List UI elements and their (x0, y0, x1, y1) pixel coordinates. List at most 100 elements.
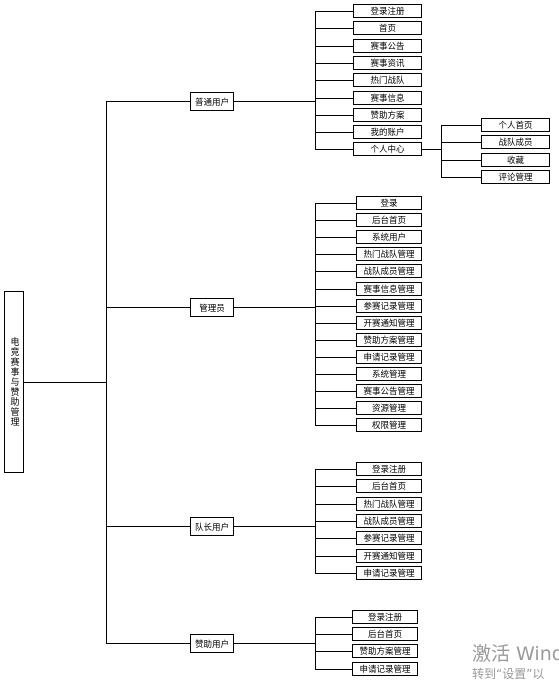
leaf-node: 战队成员管理 (356, 514, 422, 528)
leaf-node: 登录 (356, 196, 422, 210)
item-trunk-line (314, 203, 316, 425)
watermark-line-1: 激活 Wind (472, 643, 559, 665)
item-connector (315, 45, 353, 47)
leaf-node: 热门战队管理 (356, 497, 422, 511)
subgroup-connector (422, 148, 441, 150)
item-connector (315, 356, 356, 358)
leaf-node: 赛事公告管理 (356, 384, 422, 398)
root-label: 电竞赛事与赞助管理 (8, 337, 19, 427)
leaf-node: 资源管理 (356, 401, 422, 415)
leaf-node: 后台首页 (352, 627, 418, 641)
item-connector (315, 468, 356, 470)
item-trunk-line (314, 617, 316, 669)
item-connector (315, 572, 356, 574)
leaf-node: 登录注册 (356, 462, 422, 476)
item-connector (315, 305, 356, 307)
group-connector (106, 643, 190, 644)
leaf-node: 权限管理 (356, 418, 422, 432)
leaf-node: 后台首页 (356, 479, 422, 493)
sub-leaf-node: 战队成员 (481, 135, 550, 149)
item-connector (315, 485, 356, 487)
group-connector (106, 101, 190, 102)
watermark-line-2: 转到“设置”以 (472, 666, 545, 681)
group-branch-line (234, 643, 315, 644)
leaf-node: 热门战队管理 (356, 247, 422, 261)
leaf-node: 系统管理 (356, 367, 422, 381)
leaf-node: 登录注册 (353, 4, 422, 18)
subitem-connector (441, 176, 481, 178)
leaf-node: 申请记录管理 (356, 566, 422, 580)
group-node: 普通用户 (190, 92, 234, 111)
leaf-node: 开赛通知管理 (356, 549, 422, 563)
item-connector (315, 114, 353, 116)
item-connector (315, 27, 353, 29)
root-node: 电竞赛事与赞助管理 (4, 291, 24, 473)
item-connector (315, 236, 356, 238)
group-node: 赞助用户 (190, 634, 234, 653)
group-branch-line (234, 101, 315, 102)
item-connector (315, 148, 353, 150)
item-connector (315, 288, 356, 290)
item-connector (315, 270, 356, 272)
leaf-node: 参赛记录管理 (356, 299, 422, 313)
item-connector (315, 424, 356, 426)
root-connector (24, 381, 106, 383)
item-connector (315, 339, 356, 341)
item-connector (315, 616, 352, 618)
item-connector (315, 79, 353, 81)
leaf-node: 我的账户 (353, 125, 422, 139)
item-connector (315, 253, 356, 255)
item-trunk-line (314, 11, 316, 149)
sub-leaf-node: 评论管理 (481, 170, 550, 184)
item-connector (315, 537, 356, 539)
item-connector (315, 407, 356, 409)
item-connector (315, 520, 356, 522)
root-trunk-line (105, 101, 107, 644)
leaf-node: 个人中心 (353, 142, 422, 156)
leaf-node: 开赛通知管理 (356, 316, 422, 330)
item-connector (315, 202, 356, 204)
leaf-node: 系统用户 (356, 230, 422, 244)
group-branch-line (234, 526, 315, 527)
leaf-node: 热门战队 (353, 73, 422, 87)
leaf-node: 首页 (353, 21, 422, 35)
group-connector (106, 307, 190, 308)
item-connector (315, 555, 356, 557)
item-connector (315, 62, 353, 64)
item-connector (315, 390, 356, 392)
leaf-node: 赛事资讯 (353, 56, 422, 70)
item-connector (315, 503, 356, 505)
leaf-node: 参赛记录管理 (356, 531, 422, 545)
subitem-connector (441, 124, 481, 126)
group-node: 管理员 (190, 298, 234, 317)
sub-leaf-node: 收藏 (481, 153, 550, 167)
leaf-node: 登录注册 (352, 610, 418, 624)
item-connector (315, 322, 356, 324)
leaf-node: 赛事公告 (353, 39, 422, 53)
leaf-node: 赛事信息管理 (356, 282, 422, 296)
leaf-node: 赞助方案管理 (356, 333, 422, 347)
leaf-node: 申请记录管理 (352, 662, 418, 676)
leaf-node: 战队成员管理 (356, 264, 422, 278)
group-connector (106, 526, 190, 527)
sub-leaf-node: 个人首页 (481, 118, 550, 132)
item-connector (315, 97, 353, 99)
item-connector (315, 131, 353, 133)
leaf-node: 后台首页 (356, 213, 422, 227)
item-connector (315, 373, 356, 375)
item-connector (315, 668, 352, 670)
leaf-node: 赛事信息 (353, 91, 422, 105)
windows-activation-watermark: 激活 Wind 转到“设置”以 (472, 643, 559, 682)
item-connector (315, 650, 352, 652)
item-connector (315, 10, 353, 12)
leaf-node: 申请记录管理 (356, 350, 422, 364)
subitem-connector (441, 159, 481, 161)
item-connector (315, 633, 352, 635)
leaf-node: 赞助方案管理 (352, 644, 418, 658)
group-branch-line (234, 307, 315, 308)
subitem-trunk-line (440, 125, 442, 177)
leaf-node: 赞助方案 (353, 108, 422, 122)
subitem-connector (441, 141, 481, 143)
item-connector (315, 219, 356, 221)
